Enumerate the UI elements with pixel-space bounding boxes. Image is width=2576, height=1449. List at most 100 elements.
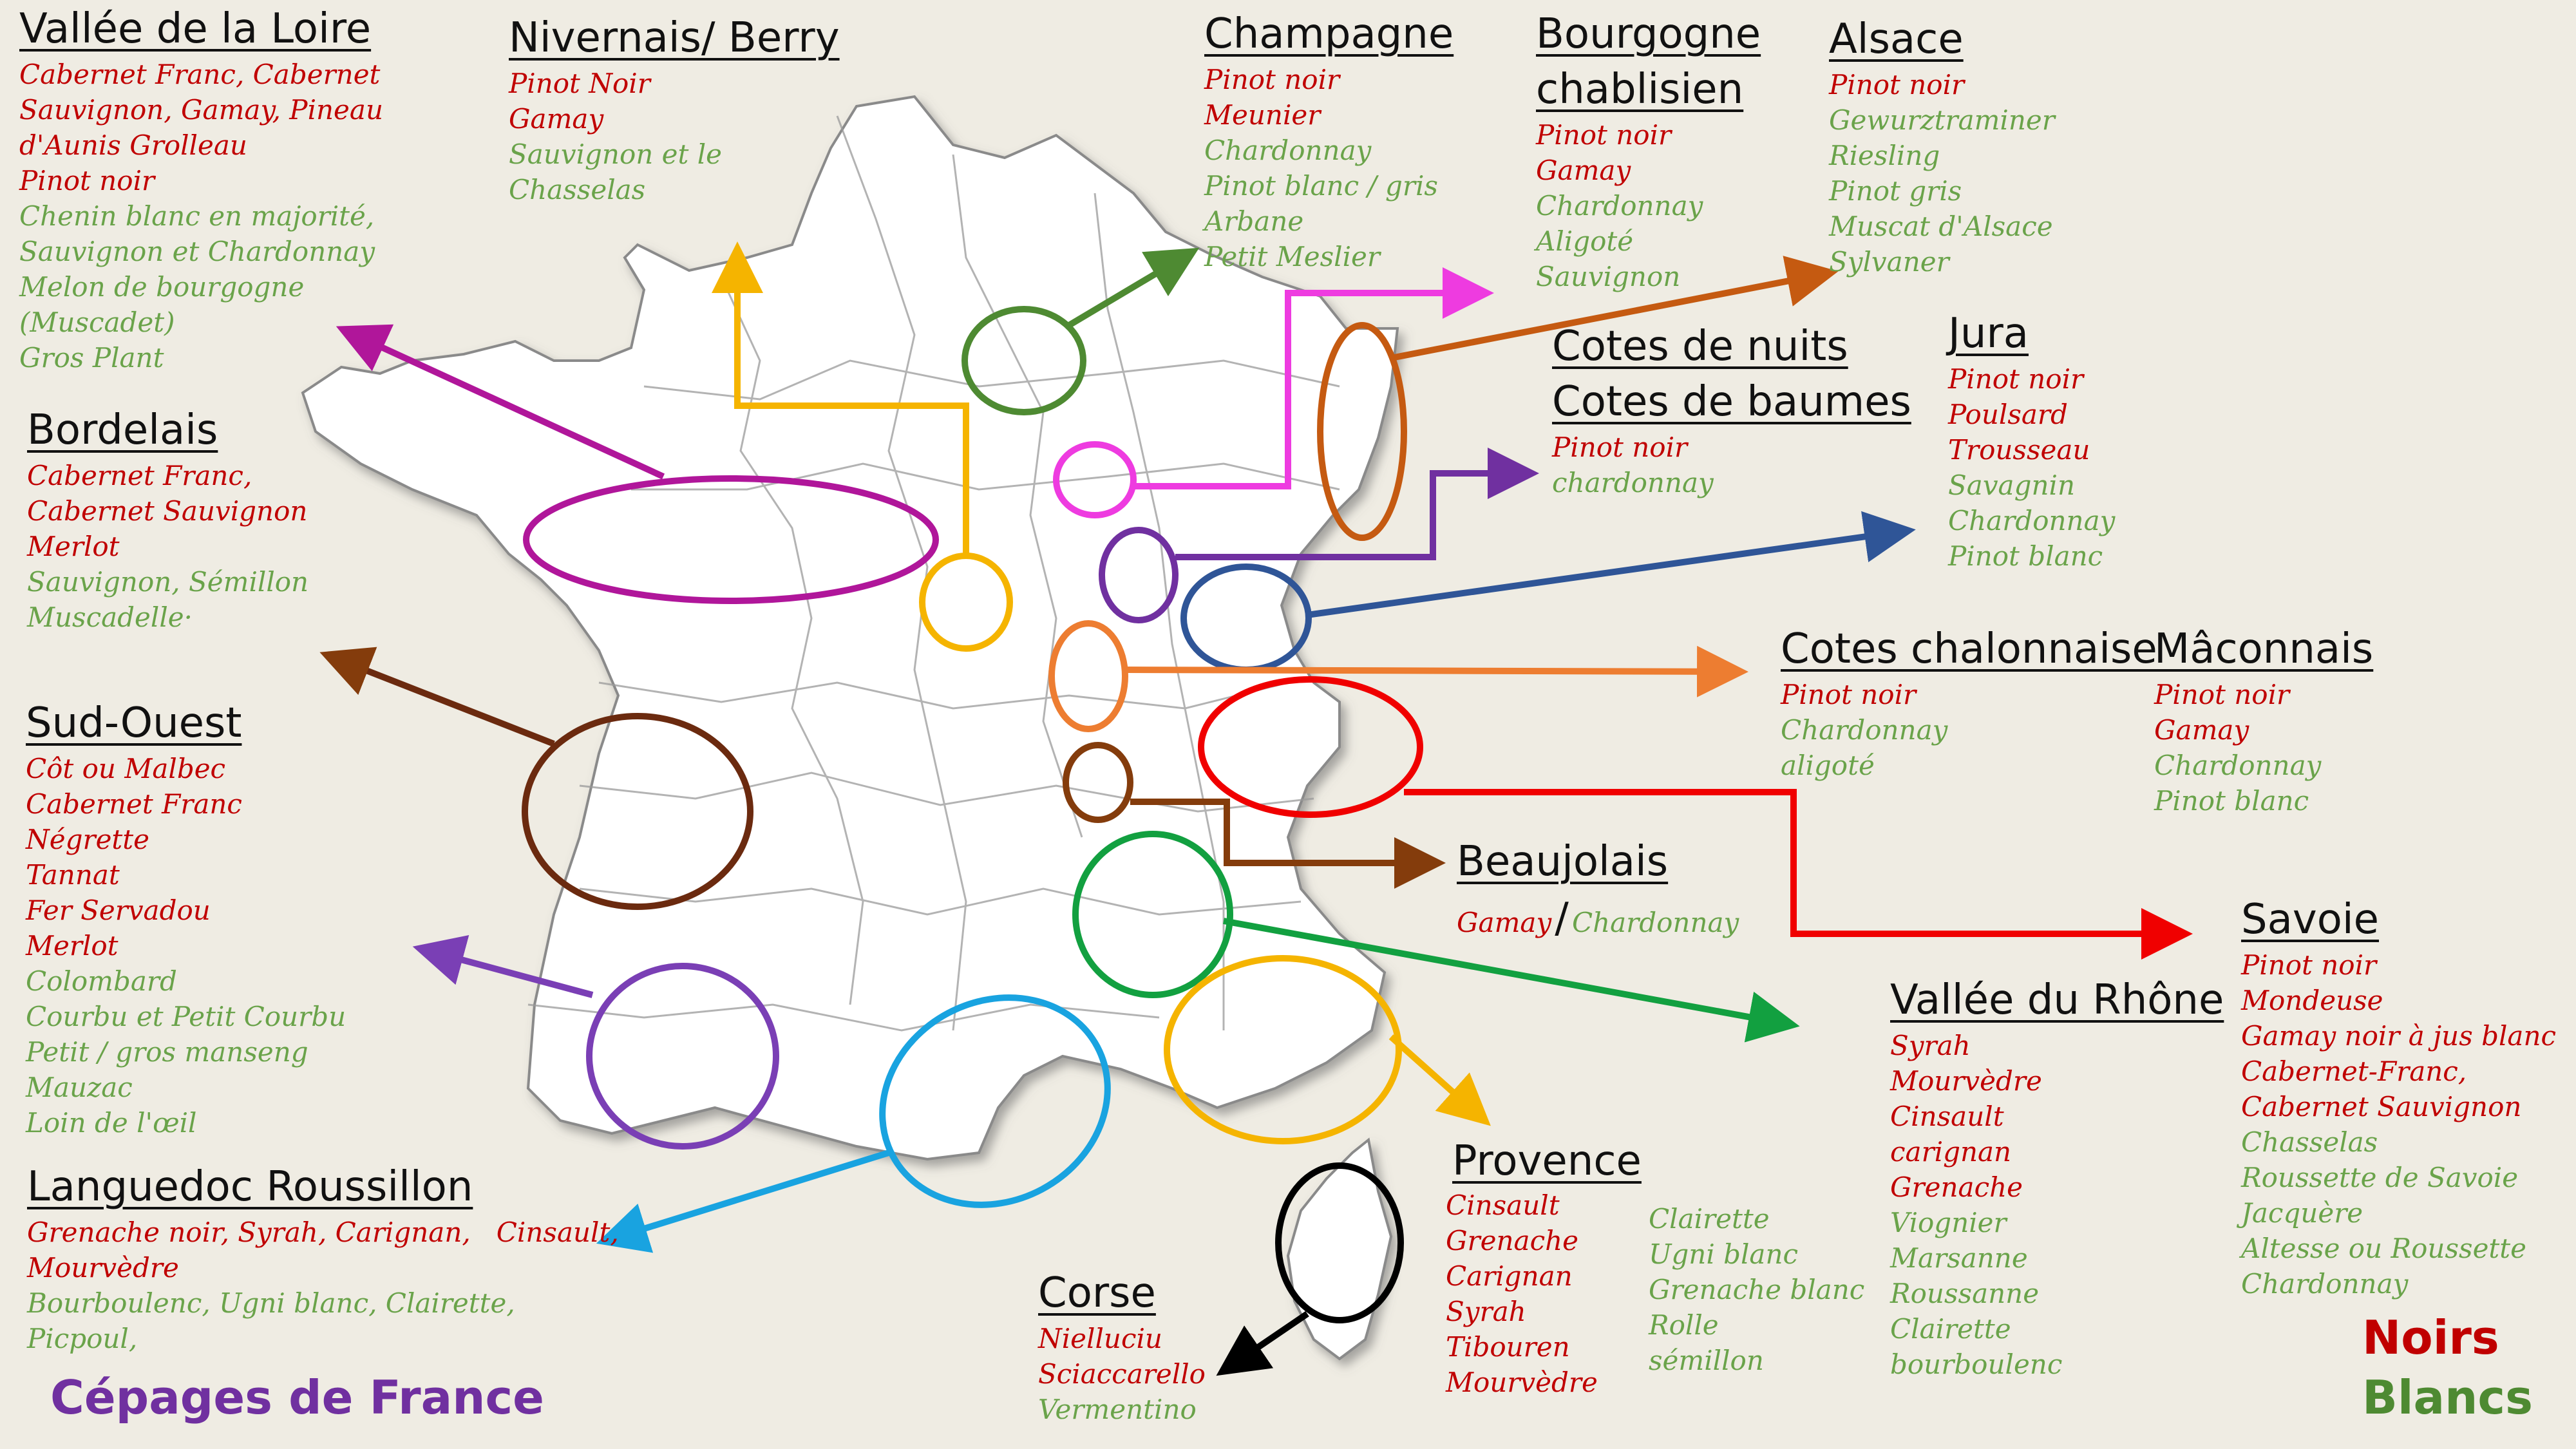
region-rhone: Vallée du Rhône Syrah Mourvèdre Cinsault… [1890,972,2224,1382]
grape-blanc: Viognier [1890,1207,2007,1238]
grape-noir: Pinot noir [1781,679,1917,710]
grape-noir: d'Aunis Grolleau [19,129,247,161]
grape-noir: Nielluciu [1038,1323,1162,1354]
grape-blanc: Chenin blanc en majorité, [19,200,375,232]
grape-blanc: sémillon [1649,1345,1764,1376]
grape-blanc: Muscadelle· [27,601,193,633]
grape-blanc: Riesling [1829,140,1940,171]
grape-blanc: Picpoul, [27,1323,138,1354]
grape-noir: Mondeuse [2241,985,2383,1016]
grape-blanc: Chardonnay [1948,505,2116,536]
grape-noir: Gamay [1457,907,1552,938]
grape-blanc: Roussette de Savoie [2241,1162,2519,1193]
grape-blanc: Sylvaner [1829,246,1949,278]
grape-noir: Trousseau [1948,434,2090,466]
grape-blanc: Loin de l'œil [26,1107,197,1139]
region-name: Vallée du Rhône [1890,976,2224,1024]
region-loire: Vallée de la Loire Cabernet Franc, Caber… [19,1,383,375]
region-name: Beaujolais [1457,838,1669,886]
region-name-line2: chablisien [1536,66,1744,113]
grape-noir: Cabernet Sauvignon [27,495,308,527]
grape-noir: Cabernet Sauvignon [2241,1091,2522,1122]
grape-blanc: Clairette [1890,1313,2011,1345]
grape-blanc: Chardonnay [1536,190,1703,222]
grape-noir: Pinot noir [1204,64,1340,95]
grape-blanc: Colombard [26,965,177,997]
grape-noir: Syrah [1890,1030,1971,1061]
region-provence: Provence Cinsault Grenache Carignan Syra… [1446,1133,1864,1398]
region-name: Languedoc Roussillon [27,1163,473,1211]
grape-noir: Négrette [26,824,150,855]
grape-noir: Gamay [509,103,604,135]
region-champagne: Champagne Pinot noir Meunier Chardonnay … [1204,6,1454,274]
grape-noir: Carignan [1446,1260,1573,1292]
grape-blanc: Roussanne [1890,1278,2040,1309]
legend-blancs: Blancs [2362,1370,2533,1425]
region-name: Mâconnais [2154,625,2374,673]
grape-noir: Pinot noir [1536,119,1672,151]
region-nivernais: Nivernais/ Berry Pinot Noir Gamay Sauvig… [509,10,840,207]
region-name: Savoie [2241,896,2380,943]
grape-blanc: Pinot blanc [1948,540,2103,572]
grape-noir: Grenache noir, Syrah, Carignan, Cinsault… [27,1217,619,1248]
grape-blanc: Arbane [1204,205,1304,237]
grape-noir: Gamay [1536,155,1631,186]
grape-blanc: Chardonnay [1204,135,1372,166]
grape-blanc: Savagnin [1948,469,2075,501]
grape-noir: Tibouren [1446,1331,1570,1363]
grape-noir: Cabernet-Franc, [2241,1056,2467,1087]
grape-noir: Pinot noir [1948,363,2084,395]
region-name: Provence [1452,1137,1642,1185]
region-alsace: Alsace Pinot noir Gewurztraminer Rieslin… [1829,12,2055,279]
grape-noir: Merlot [26,930,118,961]
grape-blanc: Sauvignon [1536,261,1681,292]
grape-noir: Pinot noir [19,165,155,196]
grape-blanc: Courbu et Petit Courbu [26,1001,346,1032]
grape-blanc: Chardonnay [1781,714,1948,746]
region-chablis: Bourgogne chablisien Pinot noir Gamay Ch… [1536,6,1761,294]
region-corse: Corse Nielluciu Sciaccarello Vermentino [1038,1265,1206,1427]
grape-noir: Grenache [1446,1225,1579,1256]
grape-noir: Gamay noir à jus blanc [2241,1020,2557,1052]
grape-blanc: aligoté [1781,750,1875,781]
grape-blanc: Pinot blanc / gris [1204,170,1438,202]
grape-noir: Pinot noir [2241,949,2377,981]
grape-noir: Gamay [2154,714,2249,746]
grape-blanc: Rolle [1649,1309,1719,1341]
grape-noir: Sciaccarello [1038,1358,1206,1390]
grape-noir: Cabernet Franc, [27,460,252,491]
grape-noir: Pinot Noir [509,68,650,99]
legend-noirs: Noirs [2362,1311,2499,1365]
grape-blanc: Melon de bourgogne [19,271,305,303]
provence-noirs: Cinsault Grenache Carignan Syrah Tiboure… [1446,1188,1598,1400]
grape-blanc: Mauzac [26,1072,133,1103]
grape-blanc: Gros Plant [19,342,164,374]
grape-noir: Mourvèdre [27,1252,179,1283]
region-name: Cotes chalonnaise [1781,625,2157,673]
grape-noir: Sauvignon, Gamay, Pineau [19,94,383,126]
grape-noir: Tannat [26,859,120,891]
region-name-line2: Cotes de baumes [1552,378,1911,426]
grape-blanc: Pinot blanc [2154,785,2309,817]
grape-noir: Cabernet Franc, Cabernet [19,59,381,90]
grape-noir: Pinot noir [2154,679,2290,710]
grape-noir: Pinot noir [1829,69,1965,100]
grape-blanc: (Muscadet) [19,307,175,338]
beaujolais-grapes: Gamay / Chardonnay [1457,895,1739,942]
grape-blanc: Chasselas [2241,1126,2378,1158]
grape-blanc: Sauvignon et Chardonnay [19,236,375,267]
region-name: Vallée de la Loire [19,5,372,53]
region-name: Jura [1948,310,2029,357]
grape-blanc: Muscat d'Alsace [1829,211,2053,242]
page-title: Cépages de France [50,1370,544,1425]
grape-blanc: Clairette [1649,1203,1770,1235]
region-name-line1: Cotes de nuits [1552,323,1848,370]
grape-blanc: Marsanne [1890,1242,2028,1274]
grape-blanc: Aligoté [1536,225,1634,257]
grape-blanc: Chasselas [509,174,646,205]
grape-noir: Poulsard [1948,399,2068,430]
region-sud-ouest: Sud-Ouest Côt ou Malbec Cabernet Franc N… [26,696,346,1141]
region-jura: Jura Pinot noir Poulsard Trousseau Savag… [1948,306,2115,574]
grape-blanc: bourboulenc [1890,1349,2063,1380]
region-bordelais: Bordelais Cabernet Franc, Cabernet Sauvi… [27,402,308,635]
